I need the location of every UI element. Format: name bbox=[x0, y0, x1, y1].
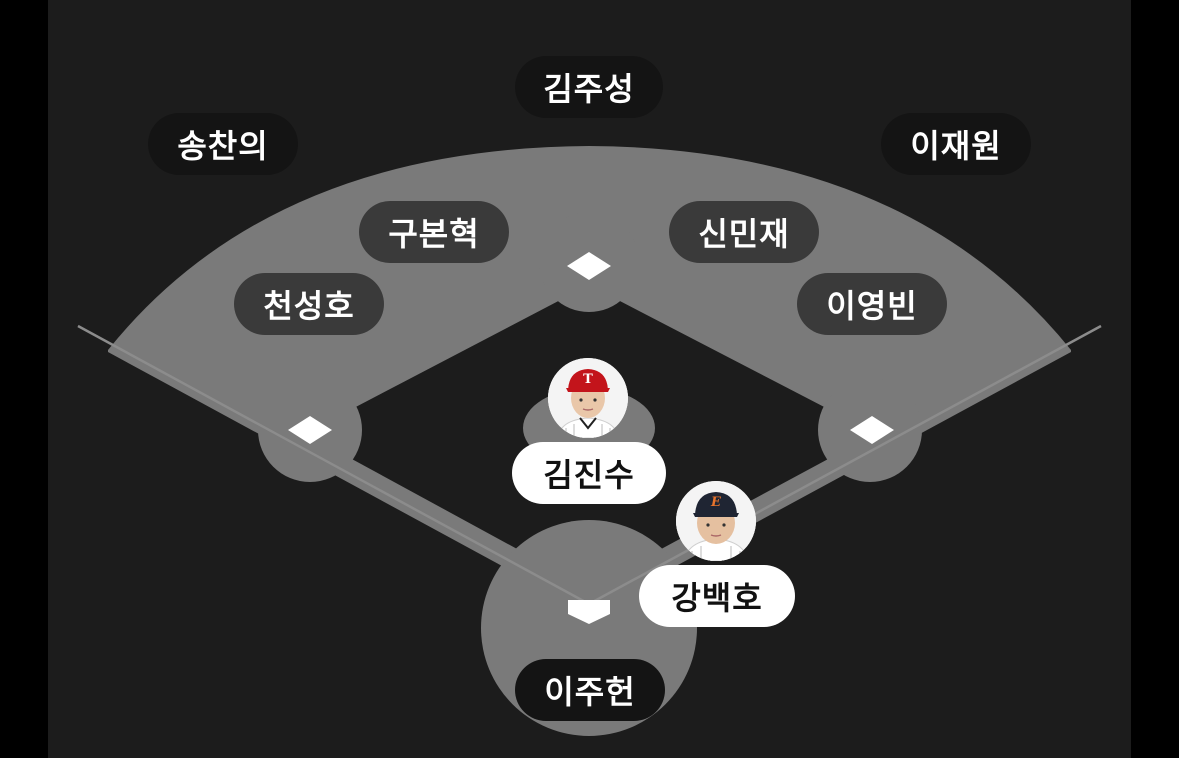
player-chip-second-base[interactable]: 신민재 bbox=[669, 201, 819, 263]
player-name: 이주헌 bbox=[544, 673, 636, 711]
player-chip-right-field[interactable]: 이재원 bbox=[881, 113, 1031, 175]
player-name: 김주성 bbox=[543, 70, 635, 108]
player-chip-left-field[interactable]: 송찬의 bbox=[148, 113, 298, 175]
player-chip-batter[interactable]: 강백호 bbox=[639, 565, 795, 627]
player-photo-icon bbox=[676, 481, 756, 561]
player-name: 강백호 bbox=[671, 579, 763, 617]
player-chip-first-base[interactable]: 이영빈 bbox=[797, 273, 947, 335]
player-name: 구본혁 bbox=[388, 215, 480, 253]
player-name: 김진수 bbox=[543, 456, 635, 494]
player-chip-third-base[interactable]: 천성호 bbox=[234, 273, 384, 335]
player-chip-center-field[interactable]: 김주성 bbox=[515, 56, 663, 118]
first-foul-line bbox=[588, 324, 1102, 606]
cap-logo: T bbox=[583, 372, 593, 387]
player-chip-pitcher[interactable]: 김진수 bbox=[512, 442, 666, 504]
player-chip-catcher[interactable]: 이주헌 bbox=[515, 659, 665, 721]
cap-logo: E bbox=[711, 495, 721, 510]
player-name: 송찬의 bbox=[177, 127, 269, 165]
first-base bbox=[850, 416, 894, 444]
third-foul-line bbox=[77, 324, 590, 606]
player-name: 천성호 bbox=[263, 287, 355, 325]
player-name: 이재원 bbox=[910, 127, 1002, 165]
second-base bbox=[567, 252, 611, 280]
player-chip-shortstop[interactable]: 구본혁 bbox=[359, 201, 509, 263]
player-name: 신민재 bbox=[698, 215, 790, 253]
home-plate bbox=[568, 600, 610, 624]
pitcher-avatar[interactable]: T bbox=[548, 358, 628, 438]
player-photo-icon bbox=[548, 358, 628, 438]
player-name: 이영빈 bbox=[826, 287, 918, 325]
batter-avatar[interactable]: E bbox=[676, 481, 756, 561]
third-base bbox=[288, 416, 332, 444]
